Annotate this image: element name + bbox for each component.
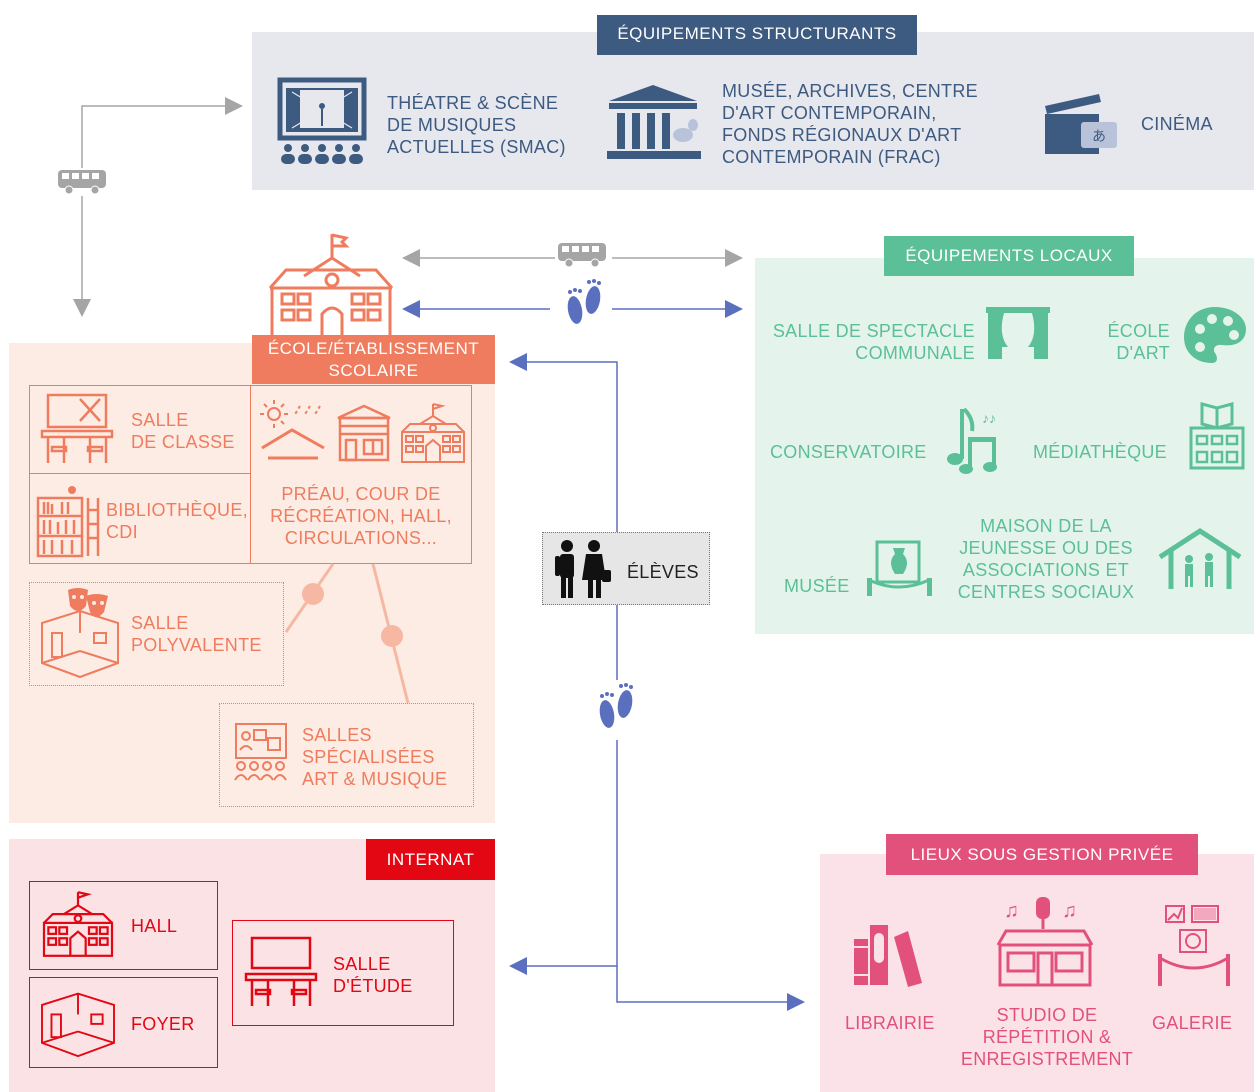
svg-text:♪♪: ♪♪: [982, 410, 996, 426]
art-music-room-icon: [234, 723, 287, 781]
footprints-icon: [599, 683, 633, 728]
museum-building-icon: [607, 85, 701, 159]
bookshelf-icon: [36, 486, 100, 558]
salle-etude-box: [232, 920, 454, 1026]
palette-icon: [1184, 307, 1246, 363]
music-notes-icon: ♪♪: [947, 407, 997, 474]
internat-hall-label: HALL: [131, 916, 178, 936]
students-icon: [555, 540, 611, 598]
theatre-stage-icon: [277, 77, 367, 164]
galerie-label: GALERIE: [1152, 1013, 1233, 1033]
structurants-title: ÉQUIPEMENTS STRUCTURANTS: [597, 15, 917, 55]
librairie-label: LIBRAIRIE: [845, 1013, 935, 1033]
curtain-stage-icon: [986, 307, 1050, 359]
mediatheque-label: MÉDIATHÈQUE: [1033, 442, 1167, 462]
salle-polyvalente-box: [29, 582, 284, 686]
structurants-panel: [252, 32, 1254, 190]
sun-shelter-icon: [260, 400, 325, 460]
internat-hall-icon: [42, 891, 114, 957]
internat-hall-box: [29, 881, 218, 970]
bus-icon: [58, 170, 106, 195]
svg-text:♫: ♫: [1004, 900, 1019, 922]
gallery-frames-icon: [1158, 905, 1230, 986]
cinema-clapperboard-icon: あ: [1045, 94, 1117, 154]
internat-title: INTERNAT: [366, 839, 495, 880]
bus-icon: [558, 243, 606, 268]
library-building-icon: [1189, 402, 1245, 470]
art-room-icon: [41, 609, 119, 679]
museum-vase-icon: [867, 540, 932, 596]
eleves-label: ÉLÈVES: [627, 562, 699, 582]
footprints-icon: [567, 279, 601, 324]
prive-title: LIEUX SOUS GESTION PRIVÉE: [886, 834, 1198, 875]
musee-local-label: MUSÉE: [784, 576, 850, 596]
conservatoire-label: CONSERVATOIRE: [770, 442, 927, 462]
family-house-icon: [1158, 528, 1242, 589]
school-building-icon: [268, 233, 394, 340]
internat-foyer-label: FOYER: [131, 1014, 195, 1034]
music-studio-icon: ♫♫: [996, 897, 1094, 987]
classroom-desks-icon: [40, 393, 114, 463]
cinema-label: CINÉMA: [1141, 114, 1213, 134]
room-icon: [41, 992, 115, 1058]
school-yard-icon: [337, 404, 391, 462]
locaux-title: ÉQUIPEMENTS LOCAUX: [884, 236, 1134, 276]
svg-text:♫: ♫: [1062, 900, 1077, 922]
preau-box: [250, 385, 472, 564]
study-desks-icon: [244, 936, 318, 1006]
internat-foyer-box: [29, 977, 218, 1068]
svg-text:あ: あ: [1092, 129, 1106, 145]
theatre-masks-icon: [68, 588, 108, 617]
school-hall-icon: [401, 403, 465, 463]
books-icon: [854, 925, 922, 987]
bibliotheque-label: BIBLIOTHÈQUE,CDI: [106, 500, 248, 542]
salles-specialisees-box: [219, 703, 474, 807]
